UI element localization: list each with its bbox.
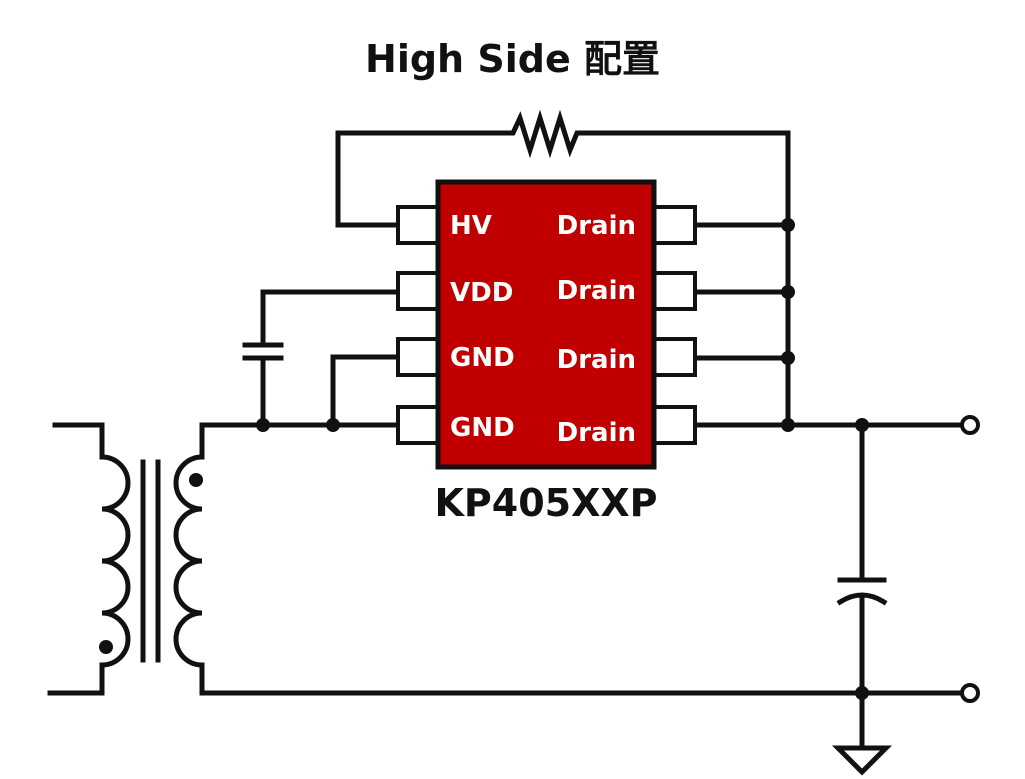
pin-label-drain-2: Drain — [557, 276, 636, 306]
output-terminal-bottom — [960, 683, 980, 703]
transformer — [47, 422, 205, 696]
pin-label-vdd: VDD — [450, 278, 513, 308]
diagram-title: High Side 配置 — [365, 37, 660, 81]
output-capacitor — [836, 422, 888, 696]
pin-label-drain-4: Drain — [557, 418, 636, 448]
gnd-link-wire — [330, 354, 401, 428]
ground-symbol — [831, 690, 893, 776]
drain-bus — [692, 222, 965, 428]
pin-label-drain-1: Drain — [557, 211, 636, 241]
junction-dots — [256, 218, 869, 700]
pin-label-gnd-1: GND — [450, 343, 515, 373]
pin-label-gnd-2: GND — [450, 413, 515, 443]
pin-label-hv: HV — [450, 211, 492, 241]
pin-label-drain-3: Drain — [557, 345, 636, 375]
chip-body — [435, 179, 657, 470]
feedback-resistor — [335, 109, 791, 428]
chip-part-number: KP405XXP — [434, 481, 657, 525]
vdd-capacitor — [242, 289, 401, 428]
output-terminal-top — [960, 415, 980, 435]
